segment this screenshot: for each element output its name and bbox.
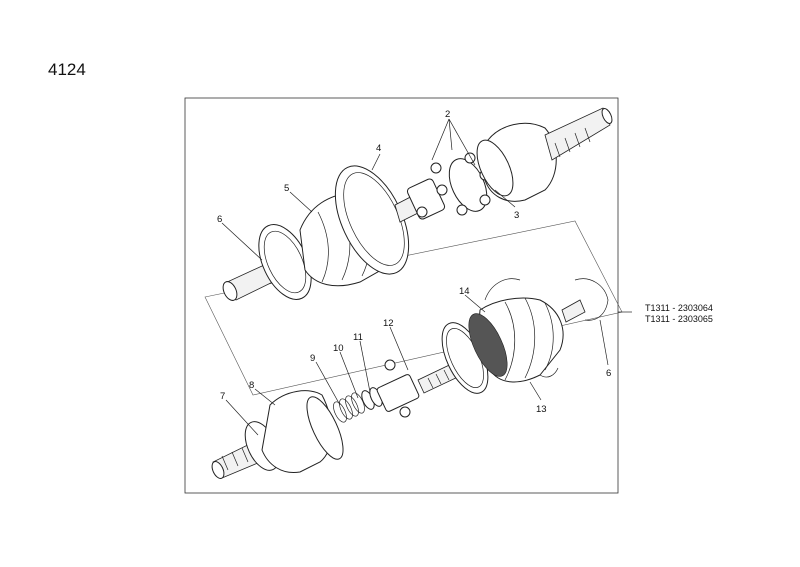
callout-11: 11 xyxy=(353,332,363,343)
callout-13: 13 xyxy=(536,404,547,415)
callout-7: 7 xyxy=(220,391,225,402)
callout-labels: 2 3 4 5 6 14 12 11 10 9 8 7 13 6 xyxy=(217,109,611,415)
reference-1: T1311 - 2303064 xyxy=(645,303,713,313)
callout-4: 4 xyxy=(376,143,381,154)
callout-14: 14 xyxy=(459,286,470,297)
callout-2: 2 xyxy=(445,109,450,120)
callout-3: 3 xyxy=(514,210,519,221)
callout-6-upper: 6 xyxy=(217,214,222,225)
cross-joint xyxy=(376,359,420,418)
callout-12: 12 xyxy=(383,318,394,329)
callout-10: 10 xyxy=(333,343,344,354)
callout-5: 5 xyxy=(284,183,289,194)
spring xyxy=(333,392,365,423)
callout-9: 9 xyxy=(310,353,315,364)
lower-assembly xyxy=(211,278,609,479)
tripod-joint xyxy=(406,162,448,220)
clamp-ring-small xyxy=(574,278,609,321)
upper-assembly xyxy=(222,107,613,301)
leader-lines xyxy=(221,118,632,436)
diagram-frame xyxy=(184,97,619,494)
reference-2: T1311 - 2303065 xyxy=(645,314,713,324)
page-number: 4124 xyxy=(48,60,86,79)
callout-6-lower: 6 xyxy=(606,368,611,379)
callout-8: 8 xyxy=(249,380,254,391)
